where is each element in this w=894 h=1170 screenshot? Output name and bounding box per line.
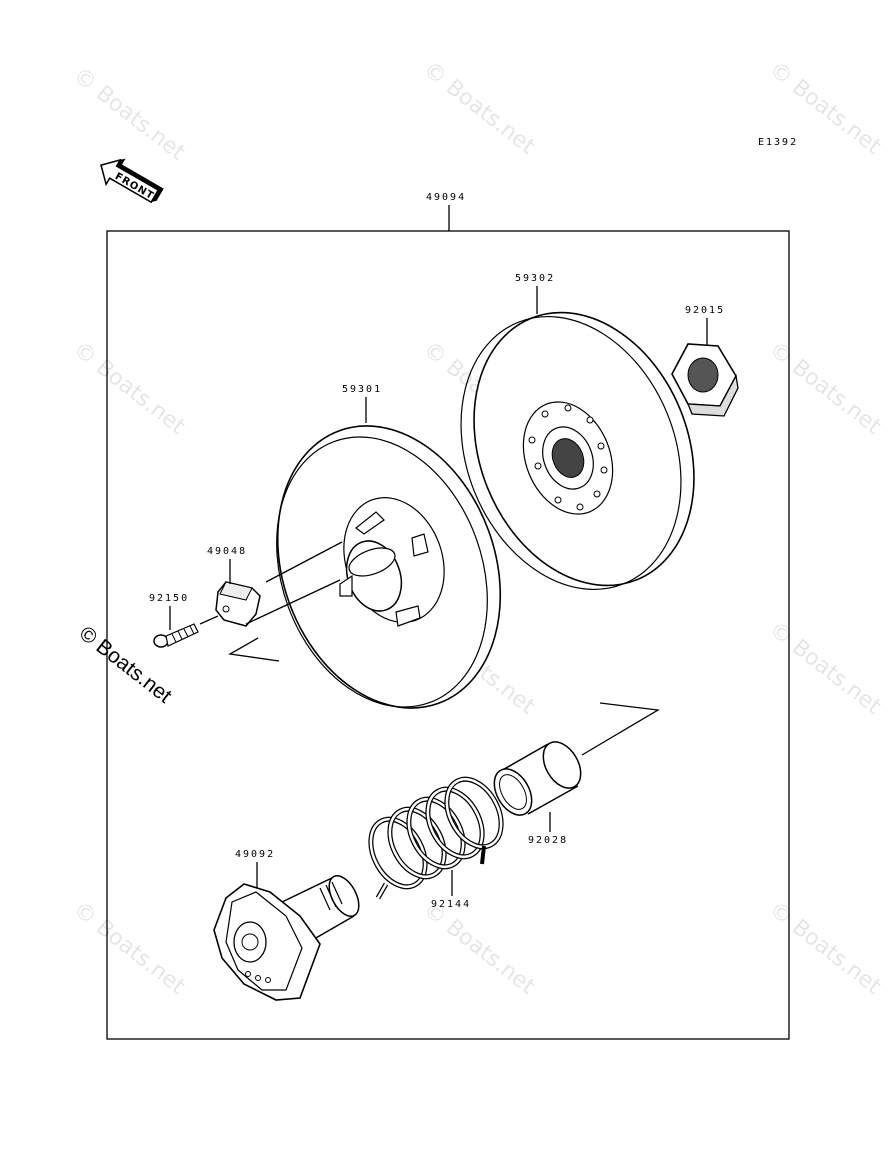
bolt-axis-line: [199, 615, 219, 625]
fixed-sheave: [460, 311, 695, 591]
bushing-part-number: 92028: [528, 835, 568, 846]
watermark: © Boats.net: [68, 63, 189, 166]
cam-part-number: 49092: [235, 849, 275, 860]
front-arrow-icon: FRONT: [100, 158, 164, 204]
bolt-part-number: 92150: [149, 593, 189, 604]
watermark: © Boats.net: [764, 617, 885, 720]
weight: [215, 581, 261, 627]
watermark: © Boats.net: [418, 897, 539, 1000]
nut-part-number: 92015: [685, 305, 725, 316]
bracket-line-right: [581, 702, 660, 756]
movable-sheave: [276, 425, 502, 709]
watermark: © Boats.net: [68, 897, 189, 1000]
nut: [671, 343, 739, 417]
movable-sheave-part-number: 59301: [342, 384, 382, 395]
weight-part-number: 49048: [207, 546, 247, 557]
weight-pin-line: [265, 541, 343, 583]
bolt: [153, 623, 199, 648]
diagram-code: E1392: [758, 137, 798, 148]
assembly-part-number: 49094: [426, 192, 466, 203]
watermark: © Boats.net: [764, 337, 885, 440]
fixed-sheave-part-number: 59302: [515, 273, 555, 284]
weight-axis-line: [245, 579, 341, 625]
spring: [368, 776, 504, 900]
spring-part-number: 92144: [431, 899, 471, 910]
watermark: © Boats.net: [68, 337, 189, 440]
assembly-frame: [106, 230, 790, 1040]
cam: [213, 875, 360, 1001]
watermark: © Boats.net: [418, 57, 539, 160]
bracket-line-left: [228, 637, 280, 662]
watermark: © Boats.net: [764, 897, 885, 1000]
bushing: [493, 740, 582, 816]
